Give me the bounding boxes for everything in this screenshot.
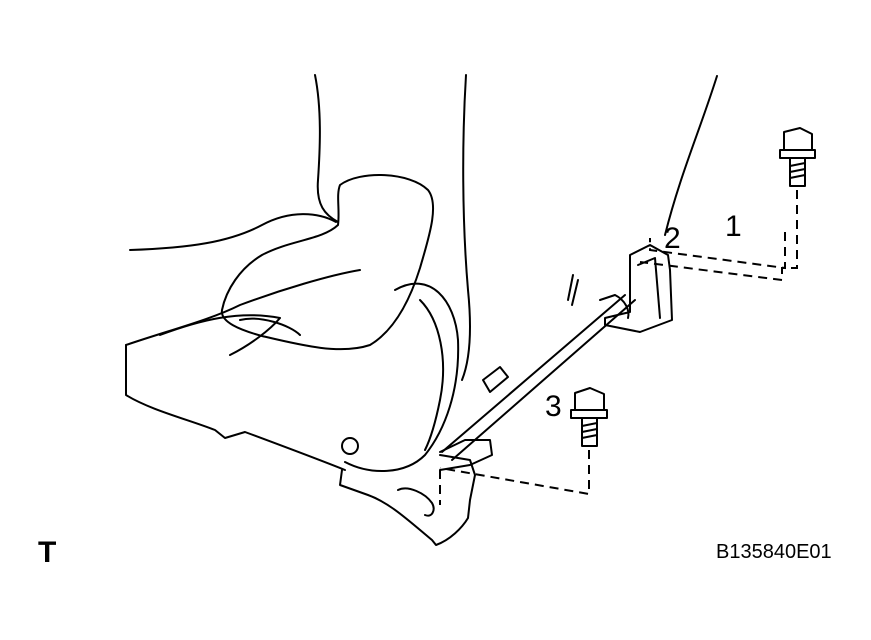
- rail-line-2: [451, 299, 636, 461]
- callout-3: 3: [545, 390, 562, 423]
- diamond-plate: [482, 366, 509, 393]
- rail-tick: [567, 274, 574, 301]
- front-bracket-slot: [599, 294, 630, 319]
- rear-bracket: [439, 439, 493, 471]
- rail-slot: [397, 487, 435, 517]
- seat-back-outline: [314, 74, 339, 223]
- seat-side-panel: [129, 213, 337, 251]
- wire: [664, 75, 718, 236]
- recliner-cover-inner: [419, 299, 445, 451]
- figure-id: B135840E01: [716, 541, 832, 563]
- seat-back-right-edge: [461, 74, 471, 381]
- recliner-hole: [341, 437, 359, 455]
- recliner-cover: [344, 282, 460, 472]
- seat-handle-inner: [239, 317, 301, 336]
- front-bracket-inner: [637, 257, 661, 319]
- guide-line-1b: [649, 232, 786, 270]
- seat-handle-slot: [159, 314, 281, 356]
- bolt-3-icon: [570, 387, 608, 447]
- seat-cushion-lower: [125, 344, 346, 471]
- front-bracket: [604, 244, 673, 333]
- guide-line-3: [439, 450, 590, 496]
- callout-1: 1: [725, 210, 742, 243]
- seat-handle: [220, 173, 435, 351]
- bolt-1-icon: [779, 127, 816, 187]
- callout-2: 2: [664, 222, 681, 255]
- rail-line: [441, 294, 626, 453]
- corner-letter: T: [38, 536, 57, 569]
- rail-tick-2: [571, 279, 579, 306]
- lower-rail-bracket: [339, 454, 476, 546]
